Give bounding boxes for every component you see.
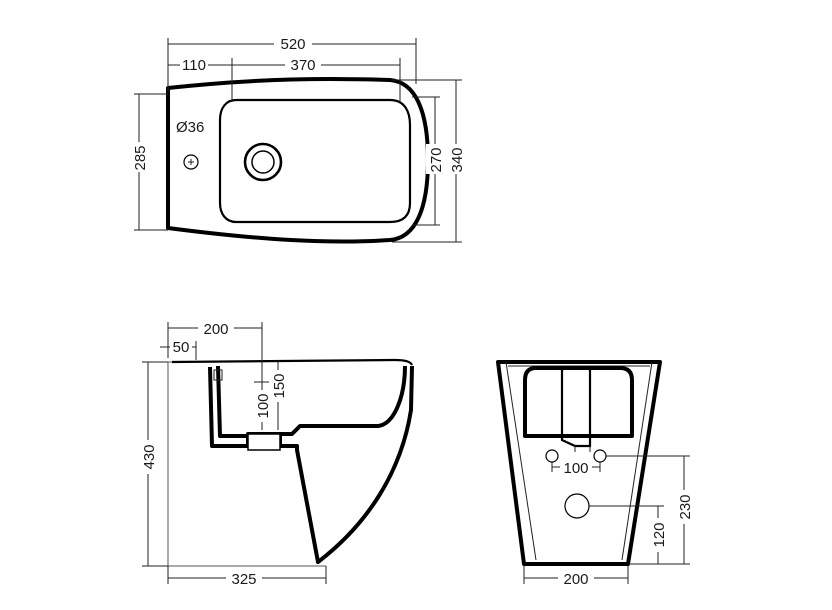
supply-hole-right: [593, 449, 607, 463]
dim-bowl-length: 370: [290, 57, 315, 74]
dim-rear-width: 285: [132, 145, 149, 170]
dim-tap-offset: 110: [182, 57, 206, 74]
side-view-body: [208, 365, 414, 564]
dim-supply-spacing: 100: [563, 460, 588, 477]
rear-view: 100 230 120 200: [496, 360, 694, 588]
top-view-outline: [166, 76, 430, 244]
dim-rim-setback: 50: [173, 339, 190, 356]
side-view-rim: [171, 358, 414, 366]
top-view: 520 110 370 Ø36 285 270 340: [130, 35, 466, 244]
side-view: 200 50 430 100 150 325: [139, 320, 414, 588]
dim-bowl-depth: 150: [271, 373, 288, 398]
rear-view-cavity: [523, 366, 634, 438]
dim-waste-height: 120: [651, 522, 668, 547]
dim-height: 430: [141, 444, 158, 469]
dim-base-length: 325: [231, 571, 256, 588]
supply-hole-left: [545, 449, 559, 463]
side-view-drain: [247, 433, 281, 451]
dim-bowl-width: 270: [428, 147, 445, 172]
dim-supply-height: 230: [677, 494, 694, 519]
dim-base-width: 200: [563, 571, 588, 588]
waste-hole: [564, 493, 590, 519]
top-view-bowl: [218, 98, 412, 224]
dim-overall-length: 520: [280, 36, 305, 53]
dim-overall-width: 340: [449, 147, 466, 172]
top-view-drain-inner: [251, 150, 275, 174]
top-view-drain-outer: [243, 142, 283, 182]
dim-rear-to-drain: 200: [203, 321, 228, 338]
tap-hole-symbol: [183, 154, 199, 170]
dim-drain-depth: 100: [255, 393, 272, 418]
side-view-bowl: [216, 365, 407, 438]
dim-tap-hole: Ø36: [176, 119, 204, 136]
